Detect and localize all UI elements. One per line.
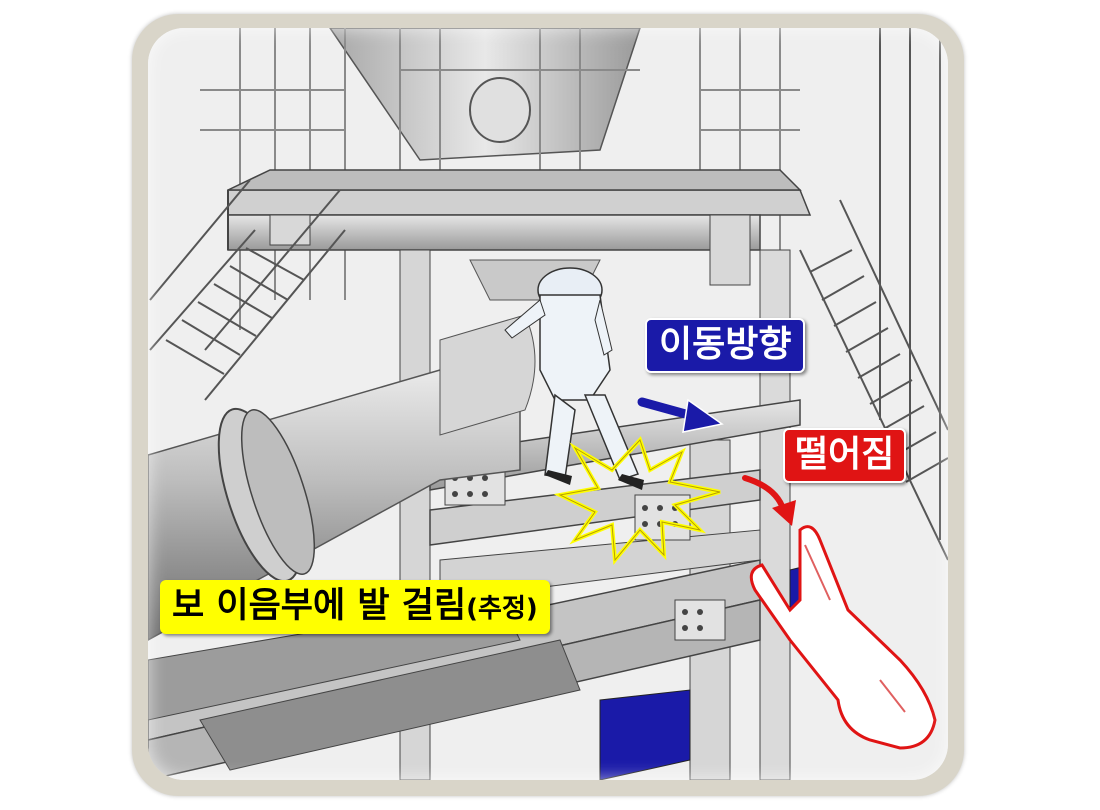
right-staircase <box>799 28 948 561</box>
upper-platform <box>227 169 812 286</box>
fall-label: 떨어짐 <box>783 428 907 483</box>
illustration-panel <box>148 28 948 780</box>
direction-label: 이동방향 <box>645 318 806 373</box>
accident-scene <box>148 28 948 780</box>
cause-label-main: 보 이음부에 발 걸림 <box>172 586 467 626</box>
direction-arrow-icon <box>637 397 724 433</box>
left-staircase <box>149 179 346 401</box>
cause-label-note: (추정) <box>466 594 538 624</box>
falling-worker-outline <box>749 525 937 750</box>
vignette <box>148 28 948 780</box>
fall-arrow-icon <box>742 475 796 526</box>
pipe <box>148 314 536 641</box>
cause-label: 보 이음부에 발 걸림(추정) <box>160 580 550 634</box>
grating-floor <box>148 564 811 780</box>
